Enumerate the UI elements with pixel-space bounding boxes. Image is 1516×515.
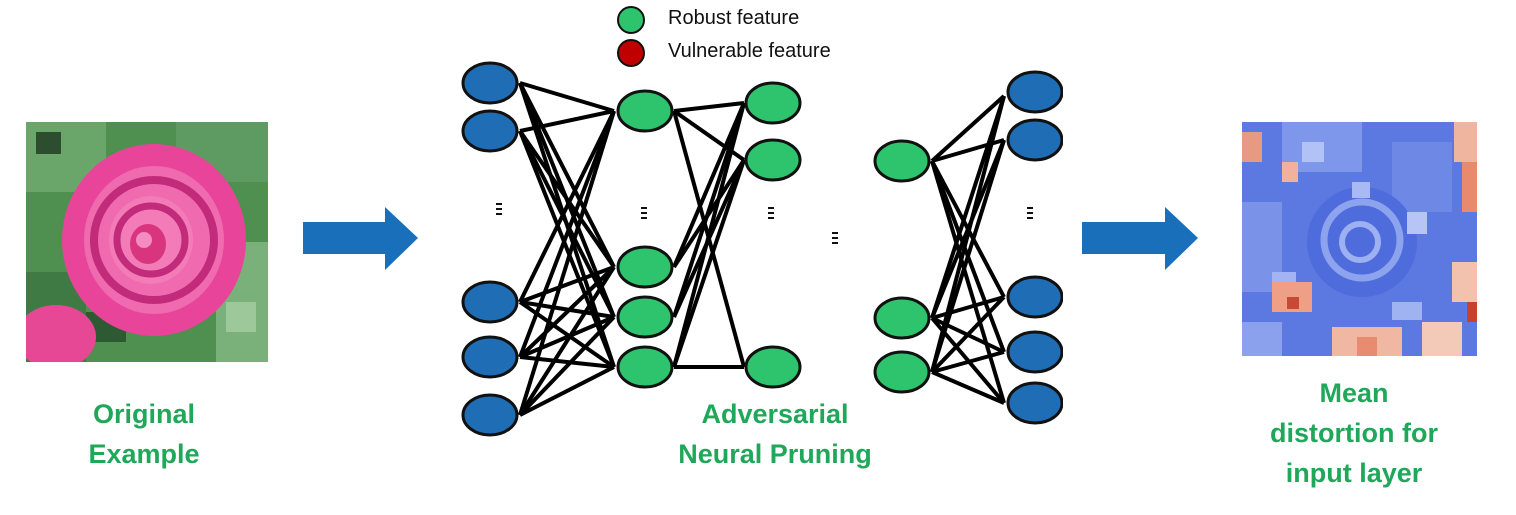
robust-neuron xyxy=(744,138,802,182)
robust-neuron xyxy=(873,139,931,183)
original-example-image xyxy=(26,122,268,362)
hidden-layer-2 xyxy=(744,81,802,389)
caption-line: input layer xyxy=(1285,458,1423,488)
neuron xyxy=(1006,70,1064,114)
caption-line: Neural Pruning xyxy=(678,439,872,469)
caption-line: Original xyxy=(92,399,195,429)
legend-vulnerable-label: Vulnerable feature xyxy=(668,40,831,62)
neuron xyxy=(461,280,519,324)
robust-neuron xyxy=(744,81,802,125)
caption-line: distortion for xyxy=(1270,418,1438,448)
mean-distortion-heatmap xyxy=(1242,122,1477,356)
connections-layer-1 xyxy=(518,81,616,417)
mean-distortion-caption: Mean distortion for input layer xyxy=(1244,373,1464,493)
rose-image-icon xyxy=(26,122,268,362)
caption-line: Example xyxy=(88,439,200,469)
robust-neuron xyxy=(616,345,674,389)
output-layer xyxy=(1006,70,1064,425)
input-layer xyxy=(461,61,519,437)
hidden-layer-3 xyxy=(873,139,931,394)
neuron xyxy=(461,109,519,153)
neuron xyxy=(461,393,519,437)
neuron xyxy=(1006,381,1064,425)
connections-layer-4 xyxy=(930,94,1006,405)
vertical-ellipsis-icon xyxy=(496,203,1033,244)
neuron xyxy=(1006,275,1064,319)
neuron xyxy=(461,61,519,105)
original-example-caption: Original Example xyxy=(44,394,244,474)
neuron xyxy=(1006,118,1064,162)
neuron xyxy=(1006,330,1064,374)
robust-neuron xyxy=(616,295,674,339)
heatmap-image-icon xyxy=(1242,122,1477,356)
adversarial-pruning-caption: Adversarial Neural Pruning xyxy=(655,394,895,474)
legend-robust-label: Robust feature xyxy=(668,7,800,29)
robust-neuron xyxy=(744,345,802,389)
vulnerable-feature-legend-dot xyxy=(617,39,645,67)
caption-line: Mean xyxy=(1319,378,1389,408)
hidden-layer-1 xyxy=(616,89,674,389)
robust-neuron xyxy=(873,296,931,340)
connections-layer-2 xyxy=(672,101,746,369)
robust-feature-legend-dot xyxy=(617,6,645,34)
robust-neuron xyxy=(616,89,674,133)
neuron xyxy=(461,335,519,379)
right-arrow-icon xyxy=(1082,207,1198,270)
caption-line: Adversarial xyxy=(701,399,849,429)
robust-neuron xyxy=(873,350,931,394)
robust-neuron xyxy=(616,245,674,289)
right-arrow-icon xyxy=(303,207,418,270)
